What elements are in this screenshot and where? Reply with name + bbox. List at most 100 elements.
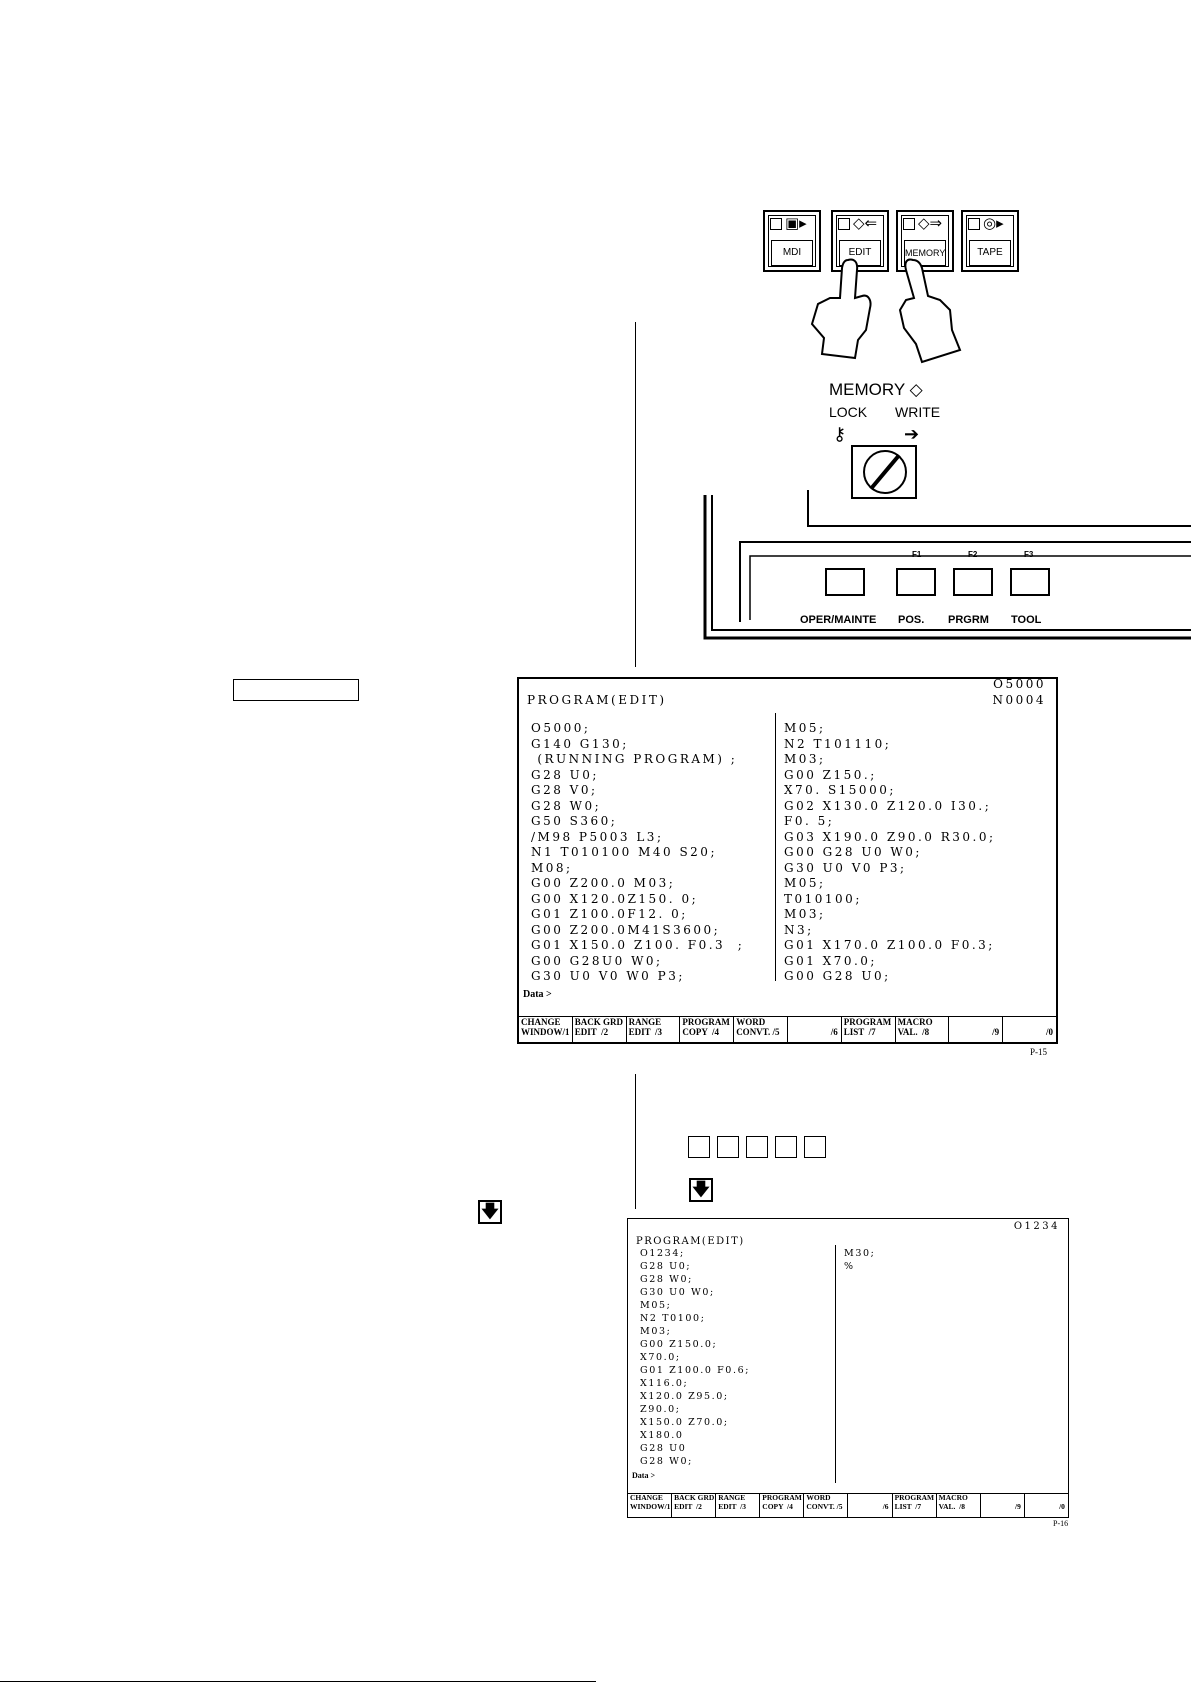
program-line: T010100; [784, 891, 862, 906]
soft-key-bottom-label: VAL. /8 [897, 1027, 930, 1038]
soft-key-top-label: PROGRAM [843, 1017, 892, 1027]
program-line: G30 U0 V0 W0 P3; [531, 969, 685, 983]
switch-slot [869, 453, 901, 491]
program-number: O1234 [1013, 1221, 1060, 1232]
soft-key-bottom-label: /9 [1015, 1501, 1021, 1511]
mdi-mode-key[interactable]: ▣▸ MDI [763, 210, 821, 272]
switch-dial [863, 450, 907, 494]
page-label: P-15 [1030, 1047, 1048, 1057]
lamp-indicator [770, 218, 782, 230]
digit-key[interactable] [804, 1136, 826, 1158]
soft-key-bottom-label: WINDOW/1 [630, 1501, 671, 1511]
mdi-key-label: MDI [771, 240, 813, 266]
soft-key-6[interactable]: /6 [848, 1494, 893, 1518]
program-line: G00 G28 U0; [784, 969, 891, 983]
soft-key-9[interactable]: /9 [981, 1494, 1025, 1518]
pointing-hand-icon [810, 258, 872, 360]
empty-callout-box [233, 679, 359, 701]
screen-title: PROGRAM(EDIT) [636, 1236, 745, 1247]
soft-key-10[interactable]: /0 [1025, 1494, 1068, 1518]
digit-key[interactable] [688, 1136, 710, 1158]
program-line: N3; [784, 922, 814, 937]
tool-key[interactable] [1010, 568, 1050, 596]
program-line: G00 G28 U0 W0; [784, 845, 922, 859]
program-line: G28 U0; [531, 767, 599, 782]
memory-key-label: MEMORY [904, 240, 946, 266]
column-divider [835, 1245, 836, 1483]
program-line: G00 Z150.0; [640, 1339, 718, 1350]
program-line: M03; [784, 907, 826, 921]
program-line: G00 Z200.0M41S3600; [531, 922, 721, 937]
edit-mode-key[interactable]: ◇⇐ EDIT [831, 210, 889, 272]
soft-key-bottom-label: CONVT. /5 [736, 1027, 780, 1038]
soft-key-6[interactable]: /6 [788, 1017, 842, 1044]
program-line: G30 U0 W0; [640, 1287, 715, 1298]
data-input-prompt[interactable]: Data > [523, 989, 552, 1000]
tape-mode-key[interactable]: ◎▸ TAPE [961, 210, 1019, 272]
soft-key-bottom-label: /0 [1045, 1027, 1053, 1038]
data-input-prompt[interactable]: Data > [632, 1471, 655, 1480]
soft-key-top-label [951, 1017, 1002, 1027]
program-line: G01 X170.0 Z100.0 F0.3; [784, 938, 995, 952]
program-line: M05; [640, 1300, 672, 1311]
soft-key-top-label: PROGRAM [682, 1017, 730, 1027]
program-line: G140 G130; [531, 736, 629, 751]
program-line: M08; [531, 860, 573, 875]
digit-key[interactable] [775, 1136, 797, 1158]
edit-diamond-icon: ◇⇐ [853, 214, 878, 232]
program-line: M03; [640, 1326, 672, 1337]
digit-key[interactable] [717, 1136, 739, 1158]
pos-key[interactable] [896, 568, 936, 596]
soft-key-bottom-label: EDIT /3 [628, 1027, 662, 1038]
program-line: G00 X120.0Z150. 0; [531, 891, 699, 906]
program-line: /M98 P5003 L3; [531, 829, 664, 844]
floppy-icon: ▣▸ [785, 214, 807, 232]
lamp-indicator [903, 218, 915, 230]
cursor-down-key[interactable]: 🡇 [689, 1178, 713, 1202]
edit-key-label: EDIT [839, 240, 881, 266]
lamp-indicator [968, 218, 980, 230]
soft-key-bottom-label: CONVT. /5 [806, 1501, 843, 1511]
oper-mainte-key[interactable] [825, 568, 865, 596]
soft-key-top-label: CHANGE [630, 1494, 663, 1502]
soft-key-top-label: RANGE [718, 1494, 746, 1502]
program-line: O1234; [640, 1248, 685, 1259]
soft-key-bottom-label: COPY /4 [682, 1027, 720, 1038]
sequence-number: N0004 [992, 693, 1046, 707]
program-line: G30 U0 V0 P3; [784, 860, 907, 875]
soft-key-top-label: BACK GRD [574, 1017, 624, 1027]
soft-key-bottom-label: EDIT /2 [574, 1027, 609, 1038]
prgrm-key[interactable] [953, 568, 993, 596]
cursor-down-key[interactable]: 🡇 [478, 1200, 502, 1224]
soft-key-9[interactable]: /9 [949, 1017, 1004, 1044]
memory-key-switch[interactable] [851, 445, 917, 499]
soft-key-bottom-label: COPY /4 [762, 1501, 793, 1511]
pressing-hands-illustration [810, 258, 962, 364]
program-line: G28 V0; [531, 783, 598, 797]
digit-key[interactable] [746, 1136, 768, 1158]
program-line: G00 Z150.; [784, 767, 877, 782]
program-line: M03; [784, 752, 826, 766]
soft-key-bottom-label: LIST /7 [843, 1027, 876, 1038]
page-label: P-16 [1053, 1519, 1069, 1528]
screen-title: PROGRAM(EDIT) [527, 693, 667, 707]
program-line: M30; [844, 1248, 876, 1259]
soft-key-10[interactable]: /0 [1003, 1017, 1056, 1044]
soft-key-top-label: MACRO [938, 1494, 968, 1502]
memory-diamond-icon: ◇⇒ [918, 214, 943, 232]
